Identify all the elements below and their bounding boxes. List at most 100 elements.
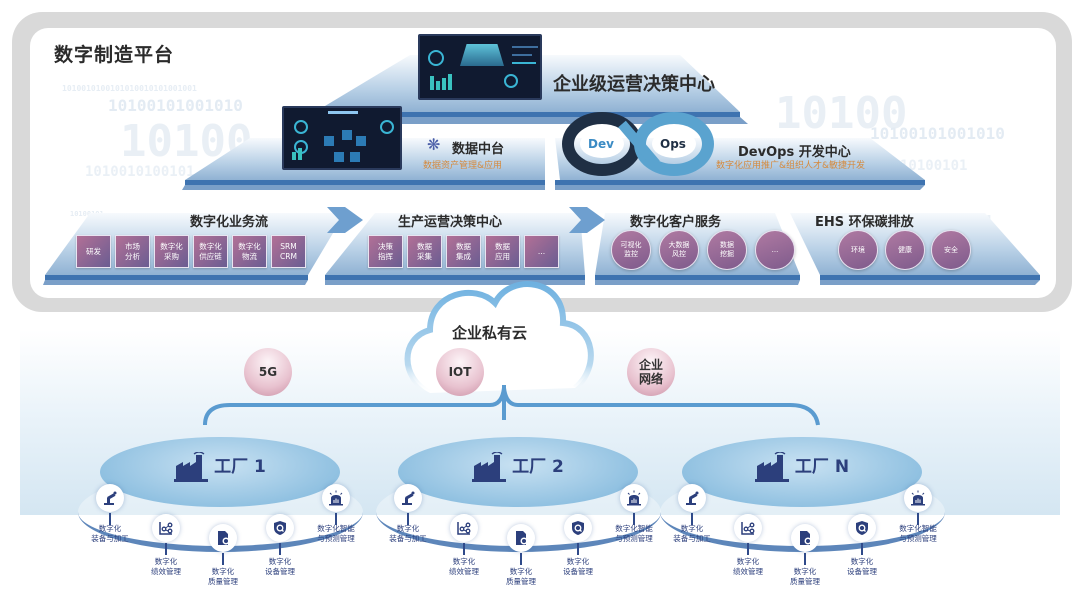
factory-node-label: 数字化 装备与加工 — [91, 524, 129, 543]
factory-node[interactable] — [507, 524, 535, 552]
tile-srm-crm[interactable]: SRM CRM — [271, 235, 306, 268]
factory-node-label: 数字化 设备管理 — [563, 557, 593, 576]
tile-decision-command[interactable]: 决策 指挥 — [368, 235, 403, 268]
robot-arm-icon — [400, 490, 416, 506]
node-connector — [917, 513, 919, 525]
tile-digital-supply-chain[interactable]: 数字化 供应链 — [193, 235, 228, 268]
factory-name: 工厂 1 — [214, 457, 266, 477]
network-5g[interactable]: 5G — [244, 348, 292, 396]
tile-market-analysis[interactable]: 市场 分析 — [115, 235, 150, 268]
node-connector — [109, 513, 111, 525]
factory-node-label: 数字化 质量管理 — [506, 567, 536, 586]
tile-rnd[interactable]: 研发 — [76, 235, 111, 268]
factory-title[interactable]: 工厂 1 — [70, 452, 370, 482]
customer-service-title: 数字化客户服务 — [630, 215, 722, 230]
factory-node[interactable] — [904, 484, 932, 512]
factory-node[interactable] — [678, 484, 706, 512]
devops-logo-dev: Dev — [588, 137, 614, 151]
private-cloud-label: 企业私有云 — [452, 324, 528, 342]
tile-data-collection[interactable]: 数据 采集 — [407, 235, 442, 268]
binary-decoration: 10100101 — [70, 210, 104, 218]
circle-environment[interactable]: 环境 — [838, 230, 878, 270]
devops-subtitle: 数字化应用推广&组织人才&敏捷开发 — [716, 161, 866, 171]
data-platform-subtitle: 数据资产管理&应用 — [423, 161, 503, 171]
factory-name: 工厂 2 — [512, 457, 564, 477]
factory-name: 工厂 N — [794, 457, 850, 477]
top-layer-title: 企业级运营决策中心 — [553, 74, 715, 95]
circle-safety[interactable]: 安全 — [931, 230, 971, 270]
factory-title[interactable]: 工厂 2 — [368, 452, 668, 482]
factory-node-label: 数字化 设备管理 — [265, 557, 295, 576]
binary-decoration: 10100101 — [900, 158, 968, 174]
alarm-chart-icon — [910, 490, 926, 506]
ehs-title: EHS 环保碳排放 — [815, 215, 914, 230]
factory-node[interactable] — [620, 484, 648, 512]
factory-node-label: 数字化 绩效管理 — [449, 557, 479, 576]
factory-node[interactable] — [96, 484, 124, 512]
node-connector — [691, 513, 693, 525]
circle-more[interactable]: ... — [755, 230, 795, 270]
factory-node[interactable] — [564, 514, 592, 542]
factory-platform — [398, 437, 638, 507]
document-gear-icon — [215, 530, 231, 546]
document-gear-icon — [797, 530, 813, 546]
flow-arrow-icon — [569, 207, 605, 233]
factory-icon — [472, 452, 507, 482]
factory-node-label: 数字化智能 与预测管理 — [615, 524, 653, 543]
factory-node-label: 数字化 装备与加工 — [389, 524, 427, 543]
binary-decoration: 10100101001010 — [108, 96, 243, 115]
tile-data-application[interactable]: 数据 应用 — [485, 235, 520, 268]
factory-icon — [174, 452, 209, 482]
factory-node[interactable] — [209, 524, 237, 552]
tile-more[interactable]: ... — [524, 235, 559, 268]
factory-node[interactable] — [848, 514, 876, 542]
factory-node-label: 数字化智能 与预测管理 — [317, 524, 355, 543]
shield-search-icon — [854, 520, 870, 536]
factory-node[interactable] — [734, 514, 762, 542]
tile-data-integration[interactable]: 数据 集成 — [446, 235, 481, 268]
robot-arm-icon — [684, 490, 700, 506]
factory-node[interactable] — [791, 524, 819, 552]
factory-node-label: 数字化 绩效管理 — [151, 557, 181, 576]
factory-node[interactable] — [266, 514, 294, 542]
network-graph-icon: ❋ — [427, 135, 441, 154]
alarm-chart-icon — [328, 490, 344, 506]
factory-node[interactable] — [394, 484, 422, 512]
factory-node-label: 数字化 质量管理 — [790, 567, 820, 586]
network-iot[interactable]: IOT — [436, 348, 484, 396]
shield-search-icon — [570, 520, 586, 536]
factory-node[interactable] — [152, 514, 180, 542]
node-connector — [520, 553, 522, 565]
share-chart-icon — [740, 520, 756, 536]
factory-node[interactable] — [450, 514, 478, 542]
node-connector — [577, 543, 579, 555]
node-connector — [463, 543, 465, 555]
production-center-title: 生产运营决策中心 — [398, 215, 503, 230]
document-gear-icon — [513, 530, 529, 546]
node-connector — [279, 543, 281, 555]
network-enterprise[interactable]: 企业 网络 — [627, 348, 675, 396]
node-connector — [222, 553, 224, 565]
devops-infinity-icon — [562, 112, 714, 176]
circle-bigdata-risk[interactable]: 大数据 风控 — [659, 230, 699, 270]
factory-title[interactable]: 工厂 N — [652, 452, 952, 482]
binary-decoration: 1010010100101 — [85, 164, 195, 180]
factory-icon — [754, 452, 789, 482]
factory-node-label: 数字化 绩效管理 — [733, 557, 763, 576]
dashboard-screen-top — [418, 34, 542, 100]
tile-digital-logistics[interactable]: 数字化 物流 — [232, 235, 267, 268]
circle-visual-monitoring[interactable]: 可视化 监控 — [611, 230, 651, 270]
factory-node[interactable] — [322, 484, 350, 512]
devops-logo-ops: Ops — [660, 137, 686, 151]
node-connector — [165, 543, 167, 555]
circle-data-mining[interactable]: 数据 挖掘 — [707, 230, 747, 270]
tile-digital-procurement[interactable]: 数字化 采购 — [154, 235, 189, 268]
binary-decoration: 10100101001010 — [870, 124, 1005, 143]
network-bracket — [203, 385, 820, 426]
dashboard-screen-middle — [282, 106, 402, 170]
node-connector — [861, 543, 863, 555]
circle-health[interactable]: 健康 — [885, 230, 925, 270]
robot-arm-icon — [102, 490, 118, 506]
